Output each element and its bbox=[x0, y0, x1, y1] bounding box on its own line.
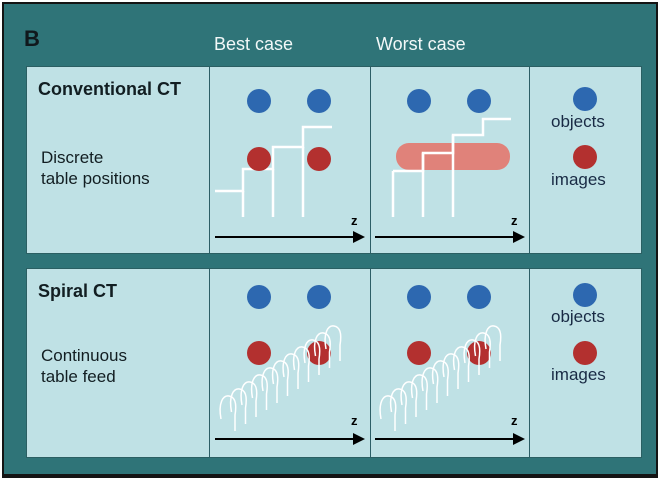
object-dot bbox=[467, 89, 491, 113]
legend-image-dot bbox=[573, 145, 597, 169]
legend-image-dot bbox=[573, 341, 597, 365]
helix-loop bbox=[379, 395, 397, 431]
object-dot bbox=[307, 89, 331, 113]
helix-loop bbox=[442, 353, 460, 389]
z-axis-arrowhead bbox=[353, 231, 365, 243]
helix-loop bbox=[389, 388, 407, 424]
helix-loop bbox=[303, 339, 321, 375]
z-axis-label: z bbox=[511, 413, 518, 428]
z-axis-arrowhead bbox=[513, 231, 525, 243]
legend-objects-label: objects bbox=[551, 112, 605, 131]
spiral-trace-worst bbox=[379, 325, 502, 431]
description-line: table feed bbox=[41, 367, 116, 386]
table-position-marks bbox=[241, 147, 305, 217]
column-divider bbox=[209, 269, 210, 457]
z-axis-label: z bbox=[351, 413, 358, 428]
helix-loop bbox=[452, 346, 470, 382]
description-line: Discrete bbox=[41, 148, 104, 167]
spiral-ct-diagram: z z bbox=[215, 325, 525, 445]
description-line: Continuous bbox=[41, 346, 128, 365]
column-divider bbox=[529, 67, 530, 253]
object-dot bbox=[307, 285, 331, 309]
helix-loop bbox=[229, 388, 247, 424]
spiral-ct-panel: Spiral CT Continuous table feed z z obje… bbox=[26, 268, 642, 458]
legend-objects-label: objects bbox=[551, 307, 605, 326]
helix-loop bbox=[271, 360, 289, 396]
row-title-conventional-ct: Conventional CT bbox=[38, 79, 181, 99]
helix-loop bbox=[282, 353, 300, 389]
column-divider bbox=[370, 269, 371, 457]
object-dot bbox=[407, 89, 431, 113]
helix-loop bbox=[484, 325, 502, 361]
image-dot bbox=[307, 147, 331, 171]
object-dot bbox=[467, 285, 491, 309]
z-axis-arrowhead bbox=[353, 433, 365, 445]
legend-images-label: images bbox=[551, 365, 606, 384]
row-title-spiral-ct: Spiral CT bbox=[38, 281, 118, 301]
ct-scanning-figure: B Best case Worst case Conventional CT D… bbox=[4, 4, 656, 474]
row-description-conventional: Discrete table positions bbox=[41, 147, 150, 189]
conventional-ct-diagram: z z bbox=[215, 117, 525, 243]
helix-loop bbox=[313, 332, 331, 368]
legend-images-label: images bbox=[551, 170, 606, 189]
helix-loop bbox=[261, 367, 279, 403]
object-dot bbox=[247, 89, 271, 113]
table-position-marks bbox=[391, 135, 455, 217]
panel-letter: B bbox=[24, 26, 40, 51]
column-header-best-case: Best case bbox=[214, 34, 294, 54]
helix-loop bbox=[292, 346, 310, 382]
helix-loop bbox=[324, 325, 342, 361]
spiral-trace-best bbox=[219, 325, 342, 431]
z-axis-arrowhead bbox=[513, 433, 525, 445]
column-divider bbox=[529, 269, 530, 457]
column-divider bbox=[370, 67, 371, 253]
helix-loop bbox=[410, 374, 428, 410]
legend-object-dot bbox=[573, 283, 597, 307]
description-line: table positions bbox=[41, 169, 150, 188]
helix-loop bbox=[250, 374, 268, 410]
helix-loop bbox=[421, 367, 439, 403]
helix-loop bbox=[473, 332, 491, 368]
helix-loop bbox=[400, 381, 418, 417]
helix-loop bbox=[219, 395, 237, 431]
step-trace-best bbox=[215, 125, 332, 193]
column-header-worst-case: Worst case bbox=[376, 34, 466, 54]
image-dot bbox=[247, 341, 271, 365]
legend-object-dot bbox=[573, 87, 597, 111]
helix-loop bbox=[240, 381, 258, 417]
helix-loop bbox=[463, 339, 481, 375]
object-dot bbox=[247, 285, 271, 309]
conventional-ct-panel: Conventional CT Discrete table positions bbox=[26, 66, 642, 254]
column-divider bbox=[209, 67, 210, 253]
helix-loop bbox=[431, 360, 449, 396]
z-axis-label: z bbox=[351, 213, 358, 228]
row-description-spiral: Continuous table feed bbox=[41, 345, 127, 387]
image-dot bbox=[407, 341, 431, 365]
z-axis-label: z bbox=[511, 213, 518, 228]
object-dot bbox=[407, 285, 431, 309]
image-dot bbox=[247, 147, 271, 171]
